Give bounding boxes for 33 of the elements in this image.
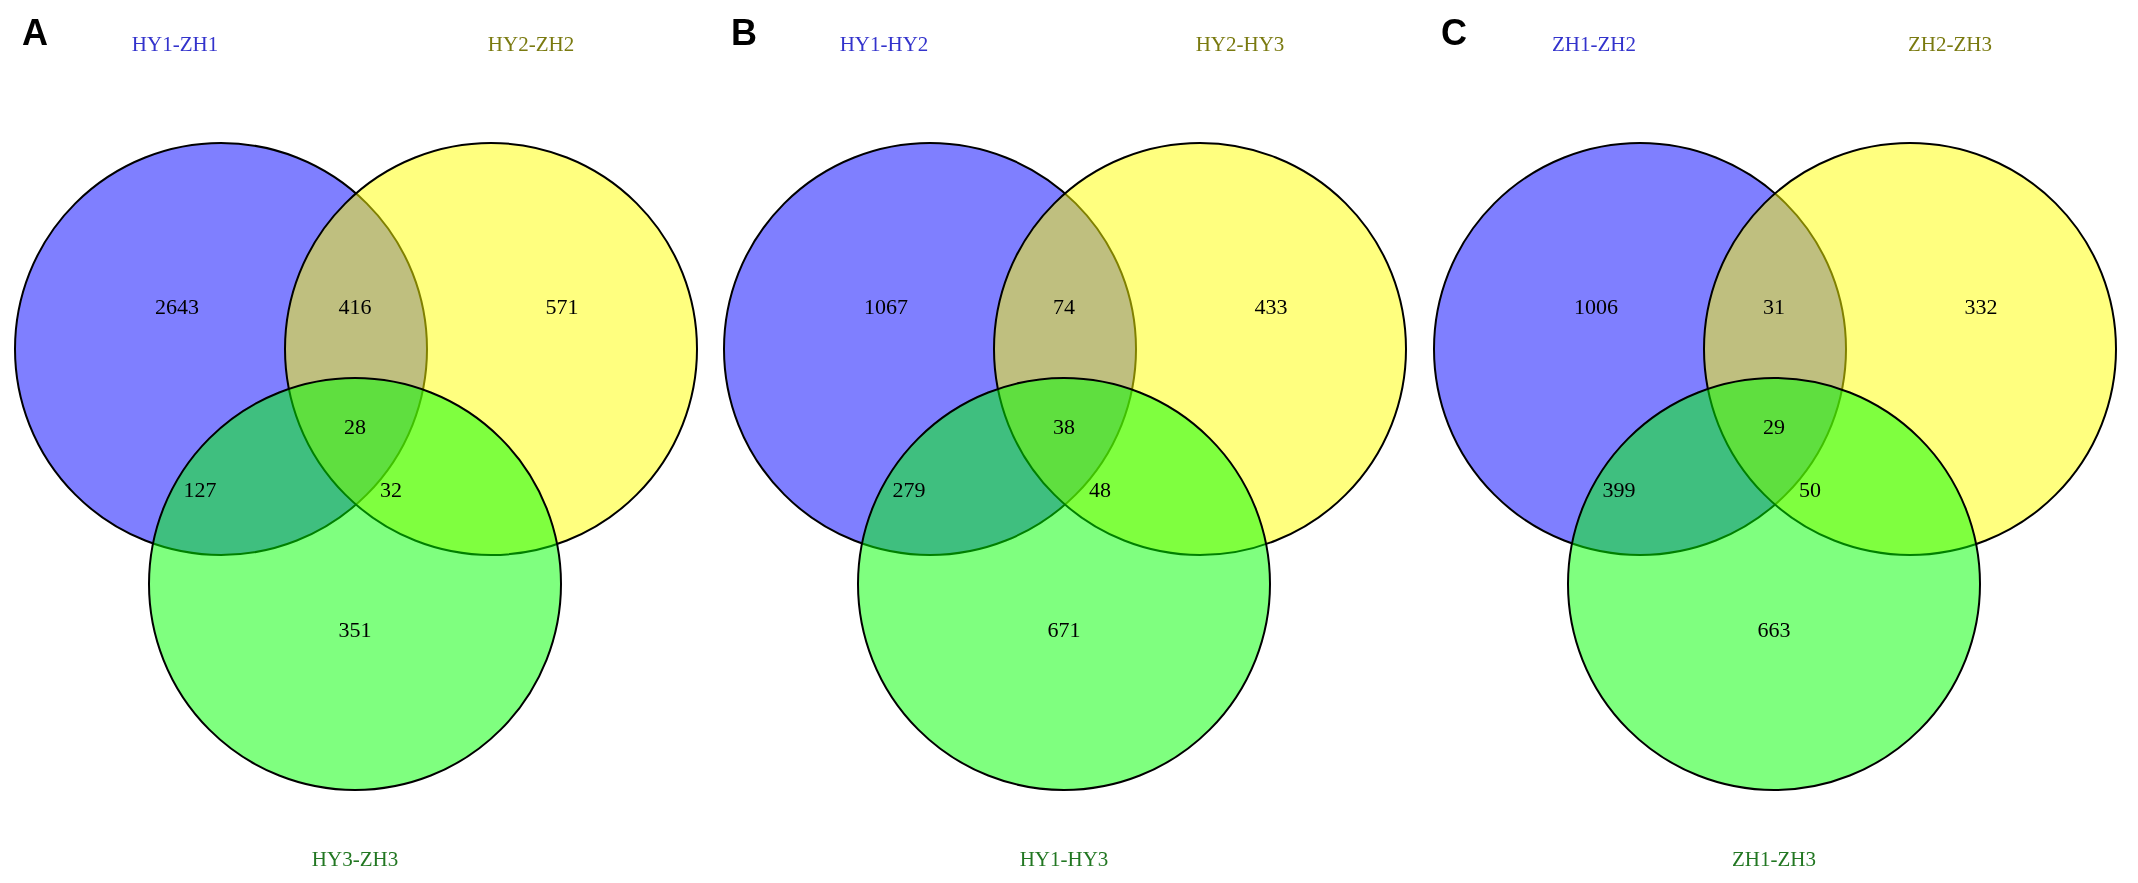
count-label: 433 — [1254, 294, 1288, 320]
count-label: 74 — [1053, 294, 1075, 320]
count-label: 571 — [545, 294, 579, 320]
panel-letter: B — [731, 12, 757, 54]
count-label: 671 — [1047, 617, 1081, 643]
set-label: HY1-HY2 — [839, 32, 929, 57]
count-label: 2643 — [155, 294, 199, 320]
count-label: 1067 — [864, 294, 908, 320]
set-label: HY2-HY3 — [1195, 32, 1285, 57]
count-label: 1006 — [1574, 294, 1618, 320]
panel-letter: C — [1441, 12, 1467, 54]
count-label: 351 — [338, 617, 372, 643]
set-label: HY3-ZH3 — [311, 847, 399, 872]
count-label: 38 — [1053, 414, 1075, 440]
count-label: 332 — [1964, 294, 1998, 320]
count-label: 127 — [183, 477, 217, 503]
count-label: 50 — [1799, 477, 1821, 503]
set-label: HY1-HY3 — [1019, 847, 1109, 872]
count-label: 32 — [380, 477, 402, 503]
count-label: 663 — [1757, 617, 1791, 643]
count-label: 31 — [1763, 294, 1785, 320]
panel-letter: A — [22, 12, 48, 54]
set-label: ZH1-ZH3 — [1732, 847, 1816, 872]
count-label: 399 — [1602, 477, 1636, 503]
count-label: 29 — [1763, 414, 1785, 440]
count-label: 279 — [892, 477, 926, 503]
set-label: HY1-ZH1 — [131, 32, 219, 57]
set-label: ZH2-ZH3 — [1908, 32, 1992, 57]
set-label: HY2-ZH2 — [487, 32, 575, 57]
set-label: ZH1-ZH2 — [1552, 32, 1636, 57]
count-label: 28 — [344, 414, 366, 440]
count-label: 48 — [1089, 477, 1111, 503]
count-label: 416 — [338, 294, 372, 320]
